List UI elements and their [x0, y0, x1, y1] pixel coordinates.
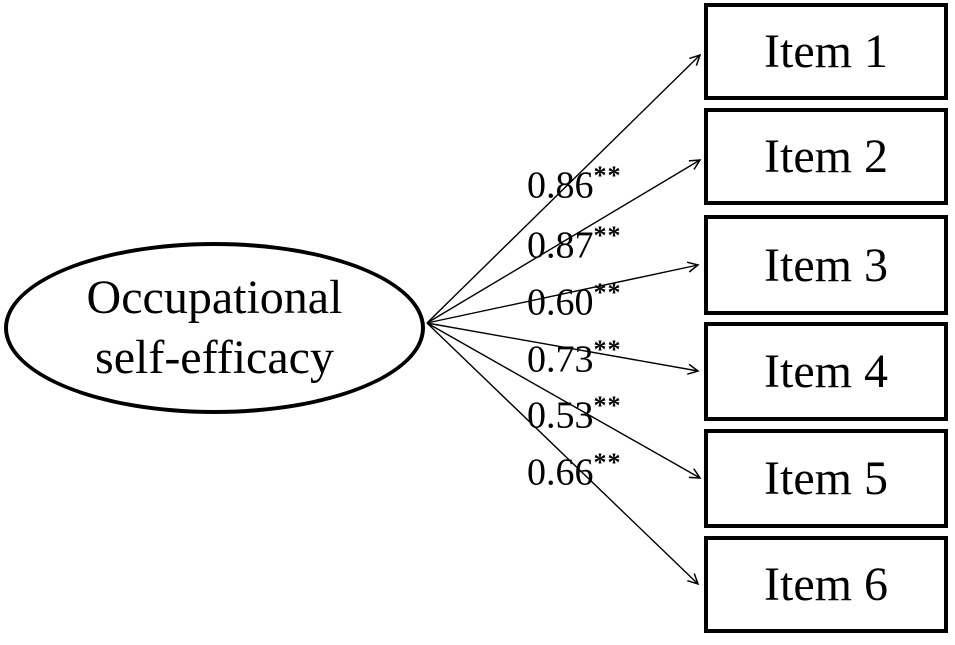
latent-variable-ellipse: Occupational self-efficacy — [4, 242, 425, 414]
loading-value-1: 0.86** — [527, 156, 622, 206]
item-box-5: Item 5 — [704, 429, 948, 528]
loading-value-6: 0.66** — [527, 443, 622, 493]
loading-number-3: 0.60 — [527, 281, 594, 324]
significance-stars-5: ** — [593, 391, 622, 420]
latent-label-line2: self-efficacy — [95, 331, 334, 384]
item-box-1: Item 1 — [704, 3, 948, 100]
loading-arrow-item-1 — [426, 53, 702, 324]
significance-stars-4: ** — [593, 335, 622, 364]
latent-label-line1: Occupational — [86, 271, 343, 324]
item-label-2: Item 2 — [764, 130, 888, 183]
loading-number-5: 0.53 — [527, 394, 594, 437]
item-label-6: Item 6 — [764, 558, 888, 611]
loading-arrow-item-3 — [426, 261, 700, 324]
item-box-2: Item 2 — [704, 108, 948, 205]
loading-value-3: 0.60** — [527, 273, 622, 323]
loading-number-1: 0.86 — [527, 164, 594, 207]
item-label-5: Item 5 — [764, 452, 888, 505]
significance-stars-2: ** — [593, 221, 622, 250]
loading-value-5: 0.53** — [527, 386, 622, 436]
item-label-3: Item 3 — [764, 238, 888, 292]
loading-number-4: 0.73 — [527, 338, 594, 381]
loading-value-2: 0.87** — [527, 216, 622, 266]
item-label-4: Item 4 — [764, 345, 888, 398]
significance-stars-6: ** — [593, 448, 622, 477]
loading-value-4: 0.73** — [527, 330, 622, 380]
loading-arrow-item-2 — [426, 159, 702, 324]
loading-arrow-item-4 — [426, 322, 700, 375]
item-box-3: Item 3 — [704, 215, 948, 315]
significance-stars-3: ** — [593, 278, 622, 307]
significance-stars-1: ** — [593, 161, 622, 190]
item-box-4: Item 4 — [704, 322, 948, 421]
loading-arrow-item-6 — [426, 322, 700, 586]
loading-number-2: 0.87 — [527, 224, 594, 267]
item-label-1: Item 1 — [764, 25, 888, 78]
loading-arrow-item-5 — [426, 322, 702, 479]
item-box-6: Item 6 — [704, 536, 948, 633]
loading-number-6: 0.66 — [527, 451, 594, 494]
